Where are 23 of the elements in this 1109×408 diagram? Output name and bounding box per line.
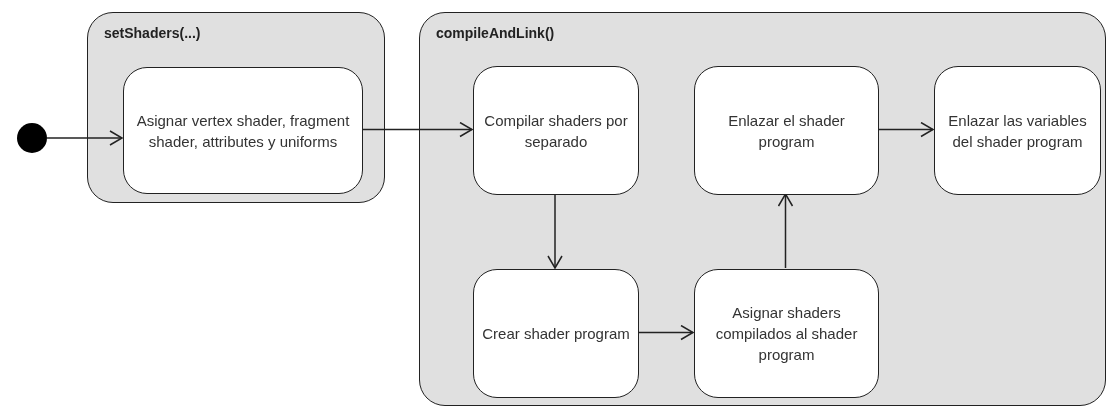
transition-arrow xyxy=(547,193,563,269)
initial-node xyxy=(17,123,47,153)
action-box xyxy=(694,269,879,398)
action-label: Compilar shaders por separado xyxy=(483,110,629,152)
action-box xyxy=(934,66,1101,195)
action-label: Enlazar el shader program xyxy=(727,110,846,152)
transition-arrow xyxy=(46,130,123,146)
transition-arrow xyxy=(877,121,934,138)
composite-state-frame xyxy=(419,12,1106,406)
transition-arrow xyxy=(637,324,694,341)
action-box xyxy=(123,67,363,194)
transition-arrow xyxy=(777,193,794,269)
action-box xyxy=(473,269,639,398)
composite-state-frame xyxy=(87,12,385,203)
action-box xyxy=(694,66,879,195)
action-label: Asignar vertex shader, fragment shader, attributes y uniforms xyxy=(135,110,351,152)
transition-arrow xyxy=(361,121,473,138)
state-title: compileAndLink() xyxy=(436,25,555,41)
action-box xyxy=(473,66,639,195)
action-label: Asignar shaders compilados al shader program xyxy=(714,303,859,365)
action-label: Crear shader program xyxy=(482,324,630,344)
action-label: Enlazar las variables del shader program xyxy=(947,110,1088,152)
state-title: setShaders(...) xyxy=(104,25,201,41)
